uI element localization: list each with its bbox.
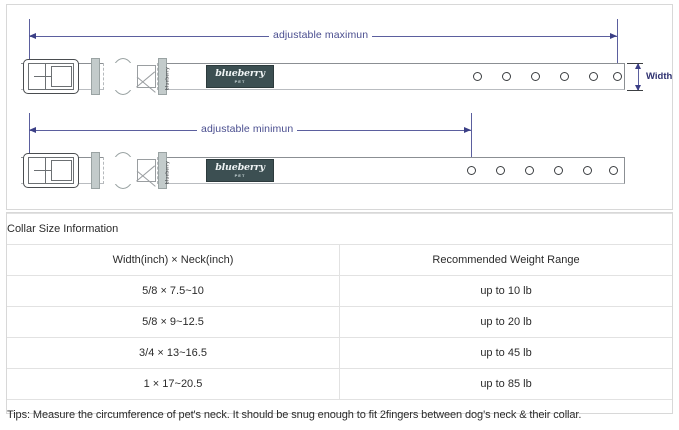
- table-tips-row: Tips: Measure the circumference of pet's…: [7, 400, 672, 430]
- brand-logo-main-bottom: blueberry: [215, 163, 265, 173]
- dim-arrow-left-min: [29, 127, 36, 133]
- adjustable-minimum-label: adjustable minimun: [197, 123, 297, 135]
- cell-weight: up to 10 lb: [340, 276, 673, 307]
- buckle-pad-bottom: [51, 160, 72, 181]
- keeper-loop-1-bottom: [91, 152, 100, 189]
- keeper-brand-text-bottom: blueberry: [165, 161, 170, 185]
- collar-size-table-panel: Collar Size Information Width(inch) × Ne…: [6, 212, 673, 414]
- strap-hole: [583, 166, 592, 175]
- table-title: Collar Size Information: [7, 214, 672, 245]
- table-tips: Tips: Measure the circumference of pet's…: [7, 400, 672, 430]
- dim-arrow-right-min: [464, 127, 471, 133]
- strap-hole: [554, 166, 563, 175]
- cell-size: 5/8 × 9~12.5: [7, 307, 340, 338]
- table-header-weight: Recommended Weight Range: [340, 245, 673, 276]
- table-row: 1 × 17~20.5 up to 85 lb: [7, 369, 672, 400]
- cell-size: 1 × 17~20.5: [7, 369, 340, 400]
- cell-weight: up to 85 lb: [340, 369, 673, 400]
- collar-diagram-minimum: adjustable minimun blueberry blueberry P…: [7, 5, 672, 209]
- table-row: 5/8 × 9~12.5 up to 20 lb: [7, 307, 672, 338]
- cell-weight: up to 45 lb: [340, 338, 673, 369]
- cell-size: 5/8 × 7.5~10: [7, 276, 340, 307]
- collar-size-guide: adjustable maximun blueberry blueberry: [0, 0, 679, 418]
- table-row: 3/4 × 13~16.5 up to 45 lb: [7, 338, 672, 369]
- table-header-row: Width(inch) × Neck(inch) Recommended Wei…: [7, 245, 672, 276]
- strap-hole: [609, 166, 618, 175]
- brand-logo-bottom: blueberry PET: [206, 159, 274, 182]
- collar-size-table: Collar Size Information Width(inch) × Ne…: [7, 213, 672, 430]
- strap-hole: [467, 166, 476, 175]
- brand-logo-sub-bottom: PET: [235, 173, 246, 178]
- table-header-size: Width(inch) × Neck(inch): [7, 245, 340, 276]
- stitch-x-bottom: [137, 159, 156, 182]
- strap-hole: [496, 166, 505, 175]
- table-row: 5/8 × 7.5~10 up to 10 lb: [7, 276, 672, 307]
- cell-weight: up to 20 lb: [340, 307, 673, 338]
- strap-hole: [525, 166, 534, 175]
- collar-diagram-panel: adjustable maximun blueberry blueberry: [6, 4, 673, 210]
- cell-size: 3/4 × 13~16.5: [7, 338, 340, 369]
- table-title-row: Collar Size Information: [7, 214, 672, 245]
